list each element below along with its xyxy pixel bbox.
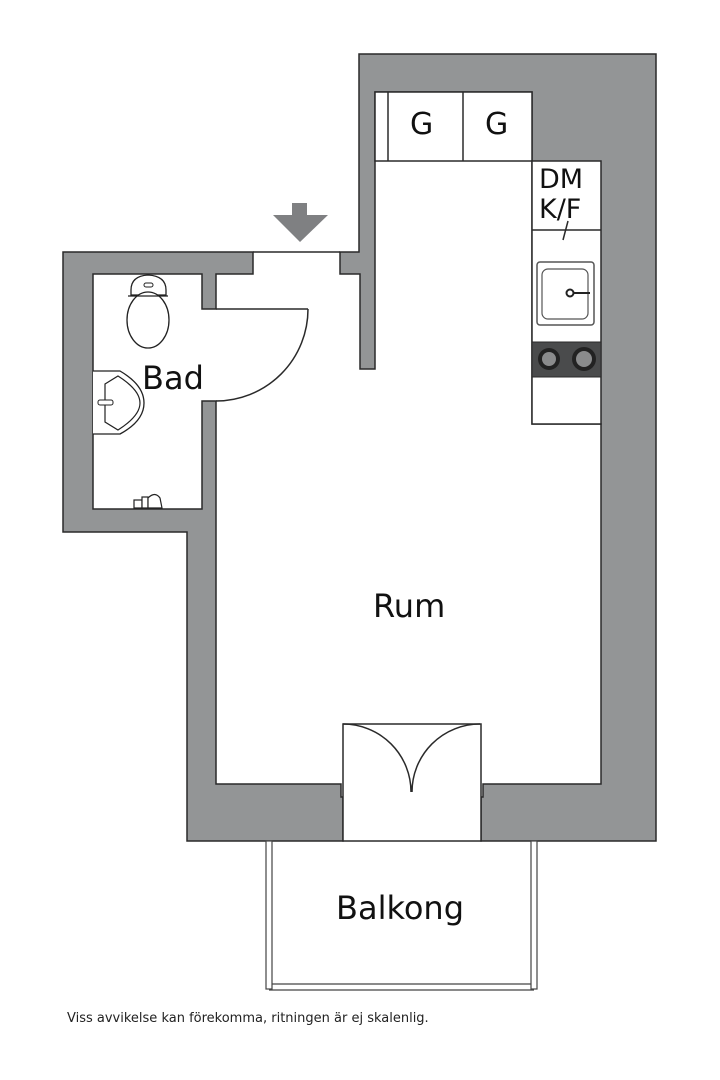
room-label-balcony: Balkong [336,889,465,927]
stove-icon [531,341,602,378]
toilet-icon [126,274,170,349]
wardrobe-unit [374,91,533,162]
wardrobe-label-2: G [485,107,509,142]
down-arrow-icon [273,203,328,242]
disclaimer-text: Viss avvikelse kan förekomma, ritningen … [67,1011,429,1026]
bathroom-door [215,308,309,402]
room-label-bathroom: Bad [142,359,204,397]
wardrobe-label-1: G [410,107,434,142]
balcony-door [342,723,482,842]
balcony [265,840,538,991]
kitchen-sink-icon [536,261,595,326]
fridge-freezer-label: K/F [539,194,582,225]
kitchen-counter [531,160,602,425]
tap-connection-icon [133,493,163,509]
appliance-divider [562,220,569,241]
washbasin-icon [93,370,145,435]
dishwasher-label: DM [539,164,584,195]
room-label-living-room: Rum [373,587,446,625]
